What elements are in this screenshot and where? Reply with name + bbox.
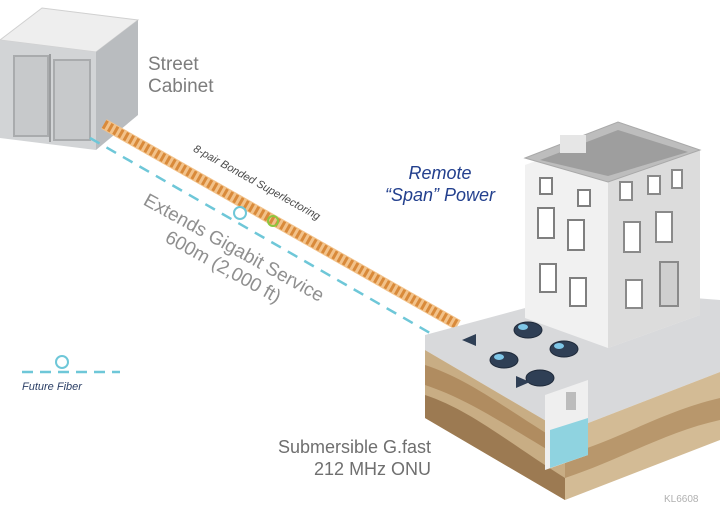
building-icon <box>523 121 702 348</box>
future-fiber-label: Future Fiber <box>22 381 82 393</box>
copper-bonded-cable <box>101 119 461 330</box>
street-cabinet-label: Street Cabinet <box>148 54 214 98</box>
onu-box-icon <box>462 321 579 388</box>
onu-label: Submersible G.fast 212 MHz ONU <box>278 436 431 480</box>
manhole-icon <box>545 380 588 470</box>
image-code-label: KL6608 <box>664 494 699 505</box>
span-power-label: Remote “Span” Power <box>385 162 495 206</box>
span-power-line2: “Span” Power <box>385 185 496 205</box>
fiber-node-icon <box>233 206 247 220</box>
span-power-line1: Remote <box>408 163 472 183</box>
street-cabinet-icon <box>0 7 140 150</box>
onu-label-line2: 212 MHz ONU <box>314 459 432 479</box>
future-fiber-legend <box>22 355 120 374</box>
street-cabinet-label-line2: Cabinet <box>148 76 214 97</box>
onu-label-line1: Submersible G.fast <box>278 437 432 457</box>
fiber-line <box>89 136 431 335</box>
street-cabinet-label-line1: Street <box>148 54 199 75</box>
fiber-splice-icon <box>267 215 279 227</box>
